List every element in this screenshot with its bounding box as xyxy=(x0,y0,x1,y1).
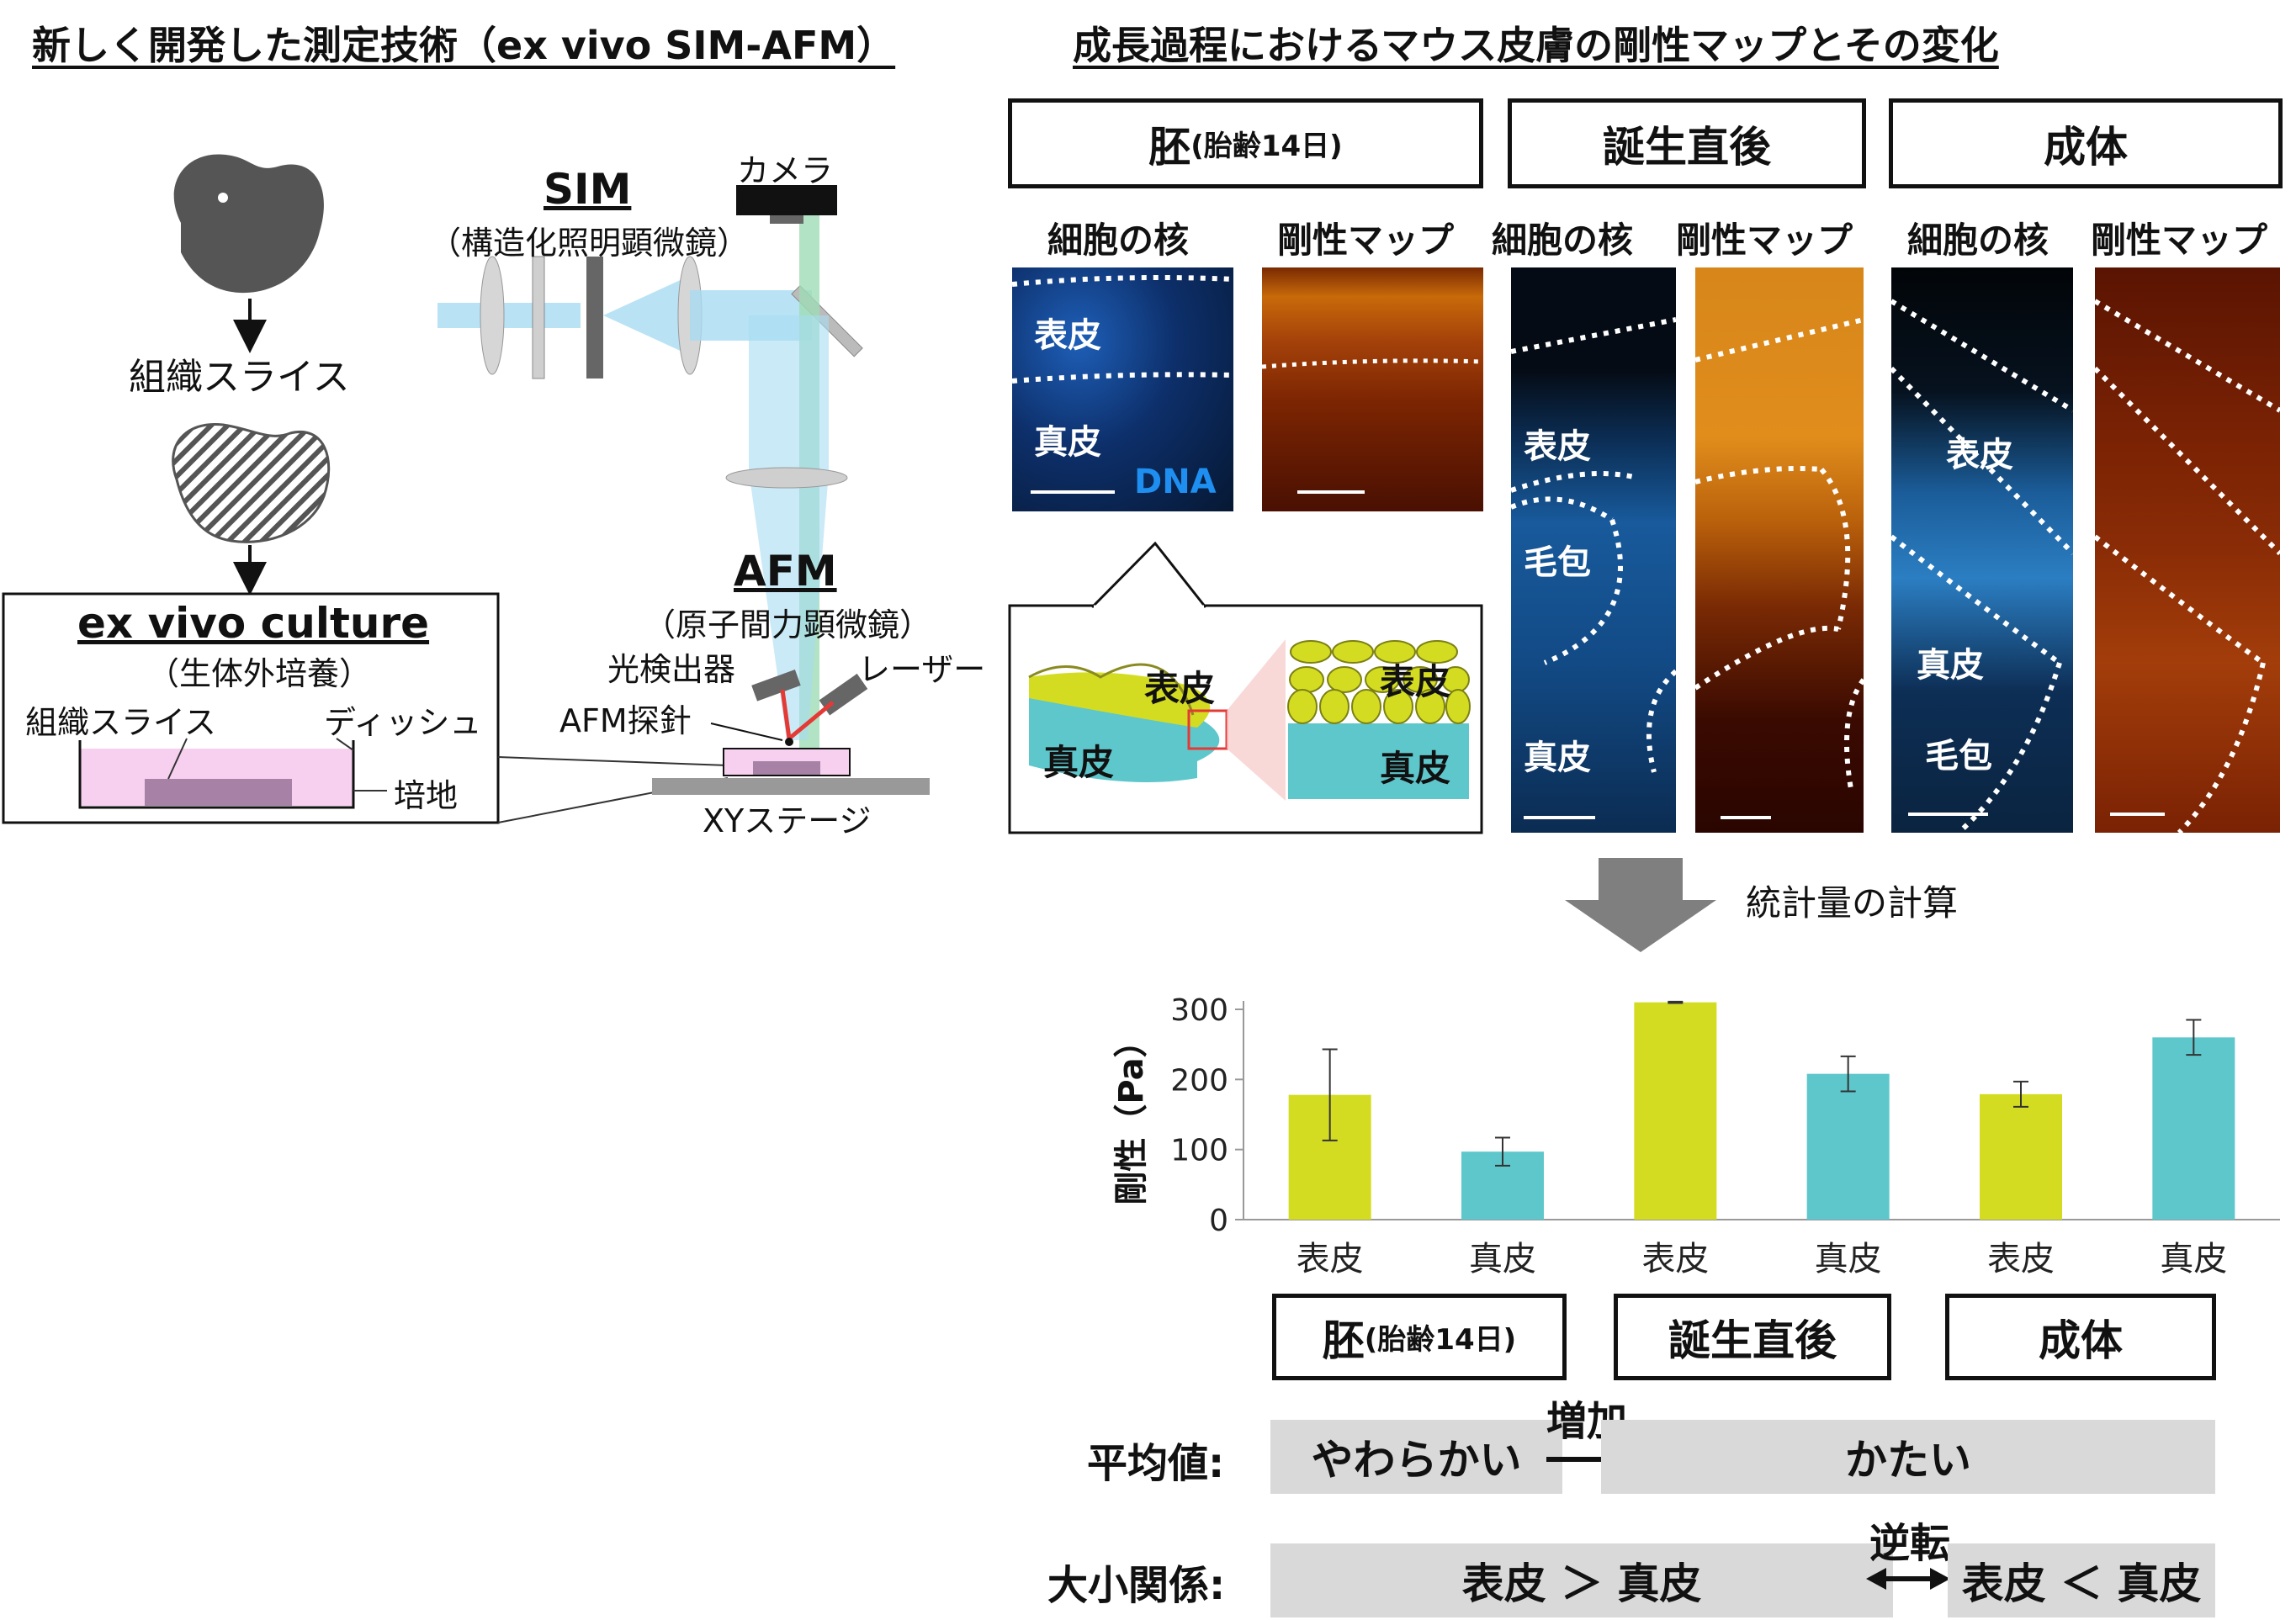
image-adult-nuclei: 表皮 真皮 毛包 xyxy=(1891,267,2073,833)
heading-map-embryo: 剛性マップ xyxy=(1277,220,1455,261)
culture-slice-label: 組織スライス xyxy=(25,704,216,741)
stage-box-embryo: 胚(胎齢14日) xyxy=(1008,98,1483,188)
camera-icon xyxy=(736,185,837,215)
label-epidermis: 表皮 xyxy=(1524,427,1591,466)
culture-title: ex vivo culture xyxy=(77,599,430,648)
left-title: 新しく開発した測定技術（ex vivo SIM-AFM） xyxy=(32,23,896,68)
xy-stage xyxy=(652,778,930,795)
skin-structure-callout xyxy=(1008,541,1483,834)
heading-map-adult: 剛性マップ xyxy=(2091,220,2268,261)
double-arrow-icon xyxy=(1866,1568,1950,1590)
laser-label: レーザー xyxy=(858,651,986,688)
bar xyxy=(1634,1002,1717,1220)
dish-label: ディッシュ xyxy=(324,704,482,741)
afm-sub: （原子間力顕微鏡） xyxy=(644,606,932,643)
relation-bar-1: 表皮 ＞ 真皮 xyxy=(1270,1543,1893,1617)
scale-bar xyxy=(2110,813,2165,816)
scale-bar xyxy=(1721,816,1771,819)
x-tick-label: 表皮 xyxy=(1987,1240,2055,1279)
group-box-embryo: 胚(胎齢14日) xyxy=(1272,1294,1567,1380)
x-tick-label: 真皮 xyxy=(1815,1240,1882,1279)
callout-epidermis: 表皮 xyxy=(1144,668,1216,709)
probe-label: AFM探針 xyxy=(559,702,692,739)
label-epidermis: 表皮 xyxy=(1946,436,2013,474)
relation-bar-2: 表皮 ＜ 真皮 xyxy=(1948,1543,2215,1617)
x-tick-label: 表皮 xyxy=(1296,1240,1364,1279)
image-newborn-map xyxy=(1695,267,1864,833)
hard-bar: かたい xyxy=(1601,1420,2215,1494)
label-follicle: 毛包 xyxy=(1925,737,1992,776)
stage-box-adult: 成体 xyxy=(1889,98,2283,188)
culture-sub: （生体外培養） xyxy=(147,655,372,692)
image-adult-map xyxy=(2095,267,2280,833)
left-diagram xyxy=(2,154,930,824)
afm-title: AFM xyxy=(734,547,837,596)
image-embryo-nuclei: 表皮 真皮 DNA xyxy=(1012,267,1233,511)
relation-label: 大小関係: xyxy=(1047,1562,1226,1609)
y-axis-label: 剛性（Pa） xyxy=(1112,1024,1151,1204)
callout-zoom-dermis: 真皮 xyxy=(1380,748,1451,789)
label-dermis: 真皮 xyxy=(1917,646,1984,685)
embryo-icon xyxy=(173,154,324,294)
image-embryo-map xyxy=(1262,267,1483,511)
stage-label: XYステージ xyxy=(703,802,872,839)
detector-icon xyxy=(751,670,801,701)
scale-bar xyxy=(1908,813,1988,816)
detector-label: 光検出器 xyxy=(607,651,736,688)
label-dermis: 真皮 xyxy=(1524,739,1591,777)
sim-title: SIM xyxy=(544,165,632,214)
tissue-slice-label: 組織スライス xyxy=(129,356,350,399)
stage-box-newborn: 誕生直後 xyxy=(1508,98,1866,188)
stiffness-bar-chart: 0 100 200 300 剛性（Pa） 表皮 真皮 表皮 真皮 表皮 真皮 xyxy=(1112,993,2280,1279)
x-tick-label: 真皮 xyxy=(2160,1240,2227,1279)
reverse-label: 逆転 xyxy=(1869,1520,1951,1567)
bar xyxy=(2152,1037,2235,1220)
scale-bar xyxy=(1297,490,1365,494)
heading-nuclei-embryo: 細胞の核 xyxy=(1047,220,1190,261)
x-tick-label: 真皮 xyxy=(1469,1240,1536,1279)
medium-label: 培地 xyxy=(394,777,459,814)
heading-nuclei-newborn: 細胞の核 xyxy=(1492,220,1634,261)
label-follicle: 毛包 xyxy=(1524,543,1591,582)
callout-dermis: 真皮 xyxy=(1043,742,1115,783)
camera-label: カメラ xyxy=(737,152,834,189)
sim-sub: （構造化照明顕微鏡） xyxy=(429,225,750,262)
callout-zoom-epidermis: 表皮 xyxy=(1380,661,1451,702)
heading-map-newborn: 剛性マップ xyxy=(1676,220,1853,261)
scale-bar xyxy=(1524,816,1595,819)
image-newborn-nuclei: 表皮 毛包 真皮 xyxy=(1511,267,1676,833)
mean-label: 平均値: xyxy=(1087,1440,1225,1487)
y-tick-label: 100 xyxy=(1170,1134,1228,1168)
x-tick-label: 表皮 xyxy=(1641,1240,1709,1279)
bar xyxy=(1980,1093,2062,1220)
heading-nuclei-adult: 細胞の核 xyxy=(1907,220,2049,261)
right-title: 成長過程におけるマウス皮膚の剛性マップとその変化 xyxy=(1073,23,1999,68)
tissue-slice-icon xyxy=(172,422,331,543)
label-dna: DNA xyxy=(1134,463,1217,501)
down-arrow-icon xyxy=(1565,858,1716,952)
stats-label: 統計量の計算 xyxy=(1746,882,1959,924)
group-box-newborn: 誕生直後 xyxy=(1614,1294,1891,1380)
label-epidermis: 表皮 xyxy=(1034,316,1101,355)
bar xyxy=(1806,1073,1890,1220)
soft-bar: やわらかい xyxy=(1270,1420,1562,1494)
label-dermis: 真皮 xyxy=(1034,423,1101,462)
scale-bar xyxy=(1031,490,1115,494)
y-tick-label: 300 xyxy=(1170,993,1228,1028)
group-box-adult: 成体 xyxy=(1945,1294,2216,1380)
y-tick-label: 200 xyxy=(1170,1063,1228,1098)
y-tick-label: 0 xyxy=(1209,1204,1228,1238)
